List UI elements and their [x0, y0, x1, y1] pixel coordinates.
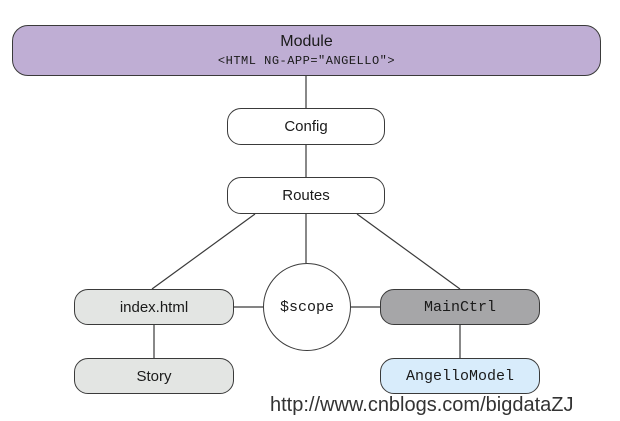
mainctrl-label: MainCtrl — [423, 298, 496, 316]
watermark-url: http://www.cnblogs.com/bigdataZJ — [270, 394, 574, 416]
line-routes-mainctrl — [356, 213, 461, 290]
index-html-label: index.html — [119, 298, 189, 316]
module-node: Module <HTML NG-APP="ANGELLO"> — [12, 25, 601, 76]
scope-label: $scope — [279, 298, 334, 316]
config-label: Config — [284, 118, 328, 135]
mainctrl-node: MainCtrl — [380, 289, 540, 325]
routes-label: Routes — [282, 187, 330, 204]
routes-node: Routes — [227, 177, 385, 214]
angello-model-node: AngelloModel — [380, 358, 540, 394]
index-html-node: index.html — [74, 289, 234, 325]
story-node: Story — [74, 358, 234, 394]
scope-node: $scope — [263, 263, 351, 351]
module-subtitle: <HTML NG-APP="ANGELLO"> — [217, 54, 396, 68]
angello-model-label: AngelloModel — [405, 367, 515, 385]
config-node: Config — [227, 108, 385, 145]
story-label: Story — [136, 367, 172, 385]
module-title: Module — [280, 33, 333, 50]
line-routes-index — [151, 213, 256, 290]
